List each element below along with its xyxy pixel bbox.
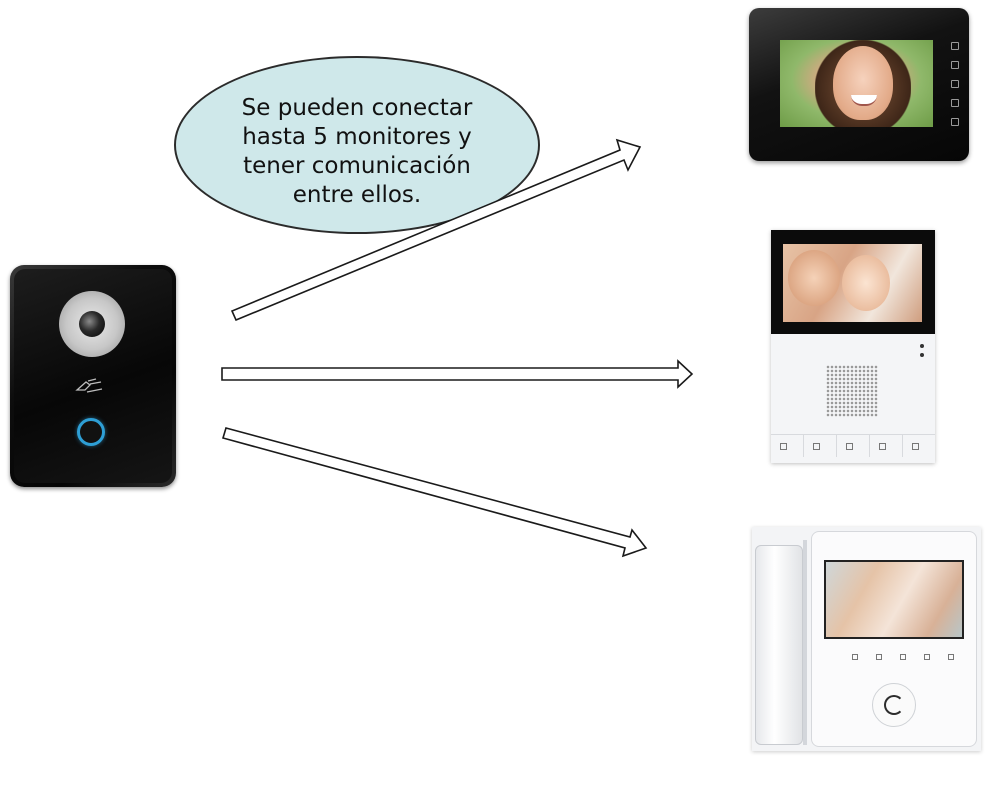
- button-icon: [874, 651, 895, 663]
- handset: [755, 545, 803, 745]
- button-icon: [771, 435, 804, 457]
- rfid-card-icon: [75, 378, 103, 393]
- phone-icon: [884, 695, 904, 715]
- monitor-3-button-bar: [850, 651, 970, 663]
- touch-button-icon: [951, 42, 959, 50]
- callout-bubble: Se pueden conectar hasta 5 monitores y t…: [174, 56, 540, 234]
- callout-line-4: entre ellos.: [292, 182, 422, 208]
- arrow-to-monitor-3: [221, 427, 648, 558]
- button-icon: [870, 435, 903, 457]
- arrow-to-monitor-2: [221, 359, 694, 389]
- button-icon: [898, 651, 919, 663]
- touch-button-icon: [951, 80, 959, 88]
- button-icon: [922, 651, 943, 663]
- callout-line-2: hasta 5 monitores y: [242, 124, 472, 150]
- speaker-grille: [826, 365, 878, 417]
- camera-lens-icon: [79, 311, 105, 337]
- arrow-to-monitor-1: [230, 138, 642, 322]
- monitor-1-smile: [851, 95, 877, 106]
- button-icon: [850, 651, 871, 663]
- callout-text: Se pueden conectar hasta 5 monitores y t…: [242, 94, 473, 210]
- button-icon: [903, 435, 935, 457]
- monitor-2-face-baby: [842, 255, 890, 311]
- led-icon: [920, 344, 924, 348]
- touch-button-icon: [951, 61, 959, 69]
- callout-line-3: tener comunicación: [243, 153, 471, 179]
- handset-cradle: [803, 540, 807, 745]
- touch-button-icon: [951, 118, 959, 126]
- led-icon: [920, 353, 924, 357]
- monitor-3-screen: [824, 560, 964, 639]
- call-button-icon: [77, 418, 105, 446]
- touch-button-icon: [951, 99, 959, 107]
- monitor-1-touch-buttons: [948, 42, 962, 126]
- button-icon: [946, 651, 967, 663]
- button-icon: [837, 435, 870, 457]
- monitor-1-face: [833, 46, 893, 120]
- monitor-2-face-mother: [788, 250, 840, 306]
- callout-line-1: Se pueden conectar: [241, 95, 473, 121]
- monitor-2-status-leds: [908, 344, 928, 360]
- monitor-2-button-bar: [771, 434, 935, 457]
- button-icon: [804, 435, 837, 457]
